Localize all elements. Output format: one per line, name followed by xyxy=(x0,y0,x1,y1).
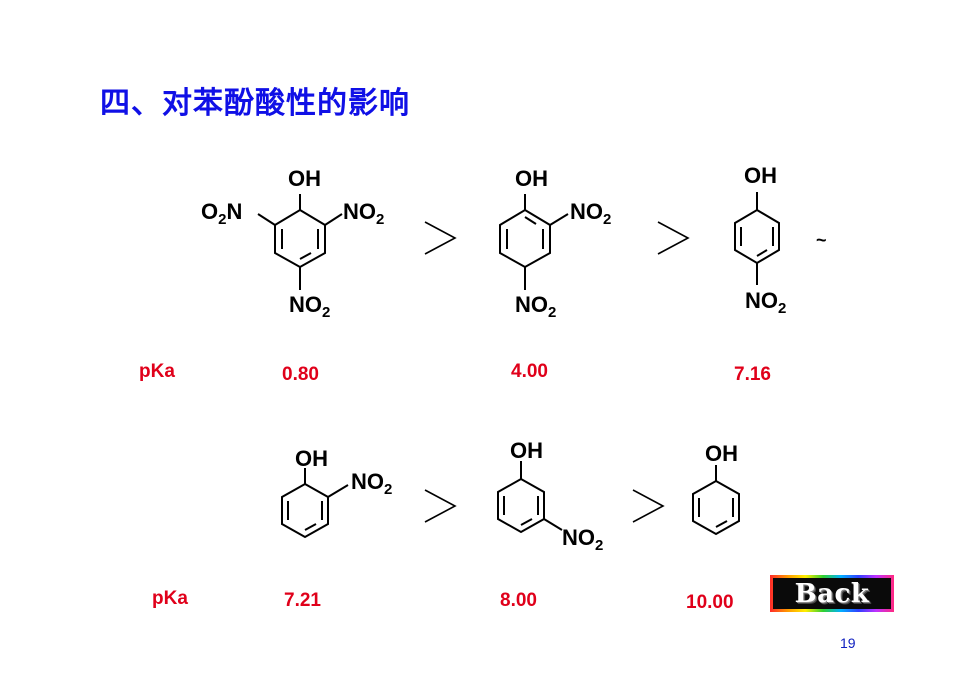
pka-label: pKa xyxy=(152,588,188,609)
molecule-4-nitrophenol xyxy=(734,192,780,285)
no2-label: NO2 xyxy=(515,292,556,321)
pka-value: 8.00 xyxy=(500,590,537,611)
pka-value: 0.80 xyxy=(282,364,319,385)
greater-sign-2 xyxy=(657,221,690,255)
pka-value: 4.00 xyxy=(511,361,548,382)
pka-value: 7.21 xyxy=(284,590,321,611)
pka-label: pKa xyxy=(139,361,175,382)
molecule-phenol xyxy=(692,465,740,536)
no2-label: NO2 xyxy=(562,525,603,554)
no2-label: NO2 xyxy=(745,288,786,317)
oh-label: OH xyxy=(705,441,738,466)
pka-value: 10.00 xyxy=(686,592,734,613)
molecule-picric-acid xyxy=(257,194,343,290)
oh-label: OH xyxy=(295,446,328,471)
oh-label: OH xyxy=(744,163,777,188)
greater-sign-4 xyxy=(632,489,665,523)
no2-label: NO2 xyxy=(351,469,392,498)
oh-label: OH xyxy=(515,166,548,191)
no2-label: NO2 xyxy=(570,199,611,228)
back-button[interactable]: Back xyxy=(770,575,894,612)
oh-label: OH xyxy=(510,438,543,463)
greater-sign-1 xyxy=(424,221,457,255)
back-button-label: Back xyxy=(773,578,891,609)
molecule-2-nitrophenol xyxy=(281,468,349,539)
greater-sign-3 xyxy=(424,489,457,523)
tilde-sign: ~ xyxy=(816,230,827,250)
page-number: 19 xyxy=(840,635,856,651)
molecule-3-nitrophenol xyxy=(497,461,563,534)
pka-value: 7.16 xyxy=(734,364,771,385)
o2n-label: O2N xyxy=(201,199,242,228)
no2-label: NO2 xyxy=(343,199,384,228)
no2-label: NO2 xyxy=(289,292,330,321)
slide-title: 四、对苯酚酸性的影响 xyxy=(100,86,410,121)
molecule-dinitrophenol xyxy=(499,194,569,290)
oh-label: OH xyxy=(288,166,321,191)
